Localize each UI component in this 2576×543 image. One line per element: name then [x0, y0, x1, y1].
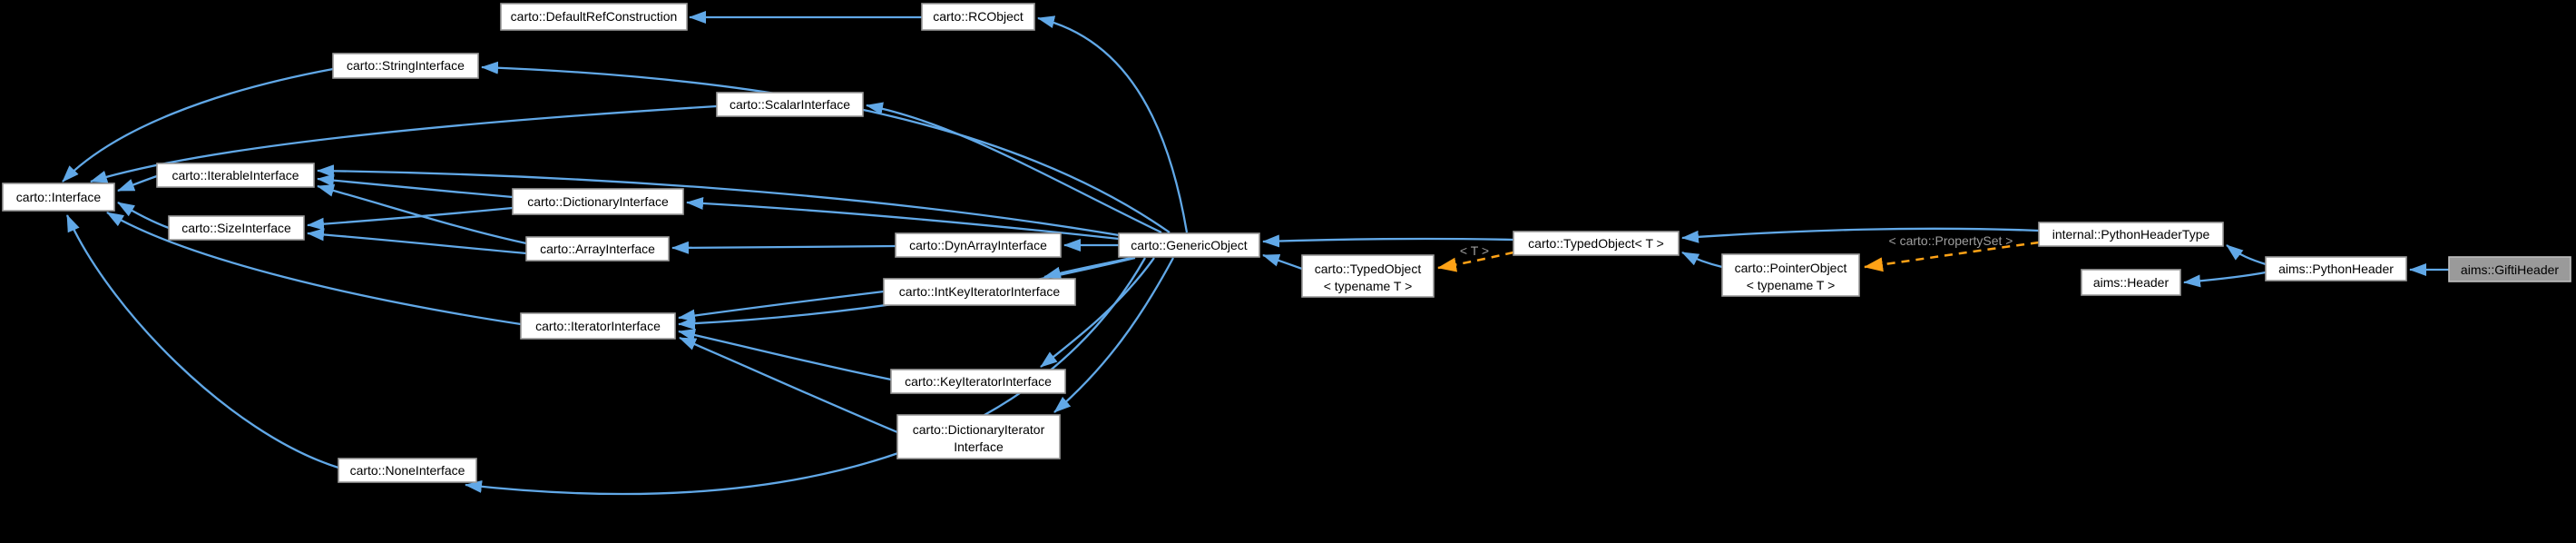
node-carto-typedobject-typename[interactable]: carto::TypedObject < typename T > — [1301, 254, 1435, 298]
edge-pythonheader-to-pythonheadertype — [2226, 244, 2267, 266]
edge-scalarinterface-to-interface — [90, 104, 718, 183]
node-carto-iteratorinterface[interactable]: carto::IteratorInterface — [520, 312, 676, 340]
edge-stringinterface-to-interface — [62, 67, 334, 183]
node-label: carto::KeyIteratorInterface — [905, 374, 1052, 389]
edge-arrayinterface-to-sizeinterface — [307, 228, 527, 255]
node-label: carto::DynArrayInterface — [909, 238, 1047, 252]
edge-genericobject-to-dictionaryinterface — [686, 196, 1120, 241]
node-carto-defaultrefconstruction[interactable]: carto::DefaultRefConstruction — [500, 3, 688, 31]
node-carto-typedobject-t[interactable]: carto::TypedObject< T > — [1513, 231, 1680, 256]
node-label: aims::Header — [2093, 275, 2170, 290]
edge-dynarrayinterface-to-arrayinterface — [671, 241, 896, 254]
node-label: carto::Interface — [16, 190, 102, 204]
node-label: carto::ArrayInterface — [540, 242, 655, 256]
node-aims-header[interactable]: aims::Header — [2081, 269, 2181, 296]
edge-keyiteratorinterface-to-iteratorinterface — [678, 329, 892, 381]
node-aims-pythonheader[interactable]: aims::PythonHeader — [2265, 256, 2407, 281]
edge-intkeyiteratorinterface-to-iteratorinterface — [678, 290, 885, 322]
inheritance-edges — [62, 11, 2449, 496]
edge-dictionaryinterface-to-sizeinterface — [307, 206, 514, 231]
edge-iteratorinterface-to-interface — [106, 212, 522, 326]
edge-sizeinterface-to-interface — [117, 202, 170, 230]
node-label: carto::GenericObject — [1131, 238, 1247, 252]
node-label-line2: < typename T > — [1324, 279, 1413, 293]
template-arg-label-propertyset: < carto::PropertySet > — [1889, 233, 2013, 248]
edge-dictionaryinterface-to-iterableinterface — [317, 173, 514, 199]
node-carto-dictionaryiteratorinterface[interactable]: carto::DictionaryIterator Interface — [896, 414, 1061, 459]
edge-arrayinterface-to-iterableinterface — [317, 184, 527, 245]
node-label: carto::TypedObject< T > — [1528, 236, 1664, 251]
edge-typedobject-typename-to-genericobject — [1262, 253, 1303, 271]
edge-genericobject-to-intkeyiteratorinterface — [1043, 256, 1132, 280]
node-label: carto::ScalarInterface — [730, 97, 850, 112]
node-carto-stringinterface[interactable]: carto::StringInterface — [332, 53, 479, 79]
node-carto-dynarrayinterface[interactable]: carto::DynArrayInterface — [895, 232, 1062, 258]
edge-genericobject-to-iteratorinterface — [678, 256, 1136, 331]
edge-pointerobject-to-typedobject-t — [1681, 251, 1723, 269]
template-edges: < T > < carto::PropertySet > — [1437, 233, 2040, 272]
node-carto-keyiteratorinterface[interactable]: carto::KeyIteratorInterface — [890, 369, 1066, 394]
node-label: carto::NoneInterface — [350, 463, 465, 478]
edge-pythonheadertype-to-typedobject-t — [1681, 227, 2040, 243]
edge-pythonheader-to-aimsheader — [2183, 271, 2267, 288]
node-carto-scalarinterface[interactable]: carto::ScalarInterface — [716, 92, 864, 117]
edge-genericobject-to-scalarinterface — [866, 102, 1162, 234]
node-internal-pythonheadertype[interactable]: internal::PythonHeaderType — [2038, 222, 2224, 247]
edge-typedobject-t-to-typedobject-typename — [1437, 251, 1514, 272]
edge-noneinterface-to-interface — [65, 214, 339, 469]
node-label: carto::StringInterface — [347, 58, 465, 73]
edge-genericobject-to-keyiteratorinterface — [1040, 257, 1155, 368]
edge-genericobject-to-iterableinterface — [317, 164, 1120, 237]
node-carto-noneinterface[interactable]: carto::NoneInterface — [338, 458, 477, 483]
node-label: carto::DictionaryInterface — [527, 194, 669, 209]
node-carto-arrayinterface[interactable]: carto::ArrayInterface — [525, 236, 670, 262]
node-label: carto::RCObject — [933, 9, 1024, 24]
node-label: aims::PythonHeader — [2278, 262, 2394, 276]
node-label: carto::IterableInterface — [171, 168, 299, 183]
edge-genericobject-to-rcobject — [1037, 15, 1189, 233]
node-label: carto::DefaultRefConstruction — [511, 9, 678, 24]
edge-iterableinterface-to-interface — [117, 174, 158, 193]
node-label: carto::SizeInterface — [181, 221, 291, 235]
node-carto-rcobject[interactable]: carto::RCObject — [921, 3, 1035, 31]
node-aims-giftiheader: aims::GiftiHeader — [2448, 256, 2571, 282]
node-label-line1: carto::TypedObject — [1315, 262, 1422, 276]
node-label-line2: < typename T > — [1747, 278, 1836, 292]
node-label: carto::IntKeyIteratorInterface — [899, 284, 1061, 299]
node-carto-interface[interactable]: carto::Interface — [2, 183, 115, 212]
edge-dictionaryiteratorinterface-to-iteratorinterface — [679, 336, 898, 434]
template-arg-label-t: < T > — [1460, 243, 1489, 258]
node-label-line1: carto::PointerObject — [1735, 261, 1847, 275]
node-carto-pointerobject[interactable]: carto::PointerObject < typename T > — [1721, 253, 1860, 297]
node-carto-intkeyiteratorinterface[interactable]: carto::IntKeyIteratorInterface — [883, 278, 1076, 306]
node-carto-sizeinterface[interactable]: carto::SizeInterface — [168, 215, 305, 241]
node-carto-dictionaryinterface[interactable]: carto::DictionaryInterface — [512, 188, 684, 215]
node-label-line2: Interface — [954, 439, 1004, 454]
node-label-line1: carto::DictionaryIterator — [913, 422, 1045, 437]
edge-typedobject-t-to-genericobject — [1262, 234, 1514, 248]
edge-genericobject-to-dictionaryiteratorinterface — [1053, 257, 1175, 413]
node-label: carto::IteratorInterface — [535, 319, 661, 333]
node-carto-genericobject[interactable]: carto::GenericObject — [1118, 232, 1260, 258]
node-label: internal::PythonHeaderType — [2052, 227, 2210, 242]
node-label: aims::GiftiHeader — [2461, 262, 2559, 277]
node-carto-iterableinterface[interactable]: carto::IterableInterface — [156, 163, 315, 188]
edge-pythonheadertype-to-pointerobject — [1864, 241, 2040, 272]
